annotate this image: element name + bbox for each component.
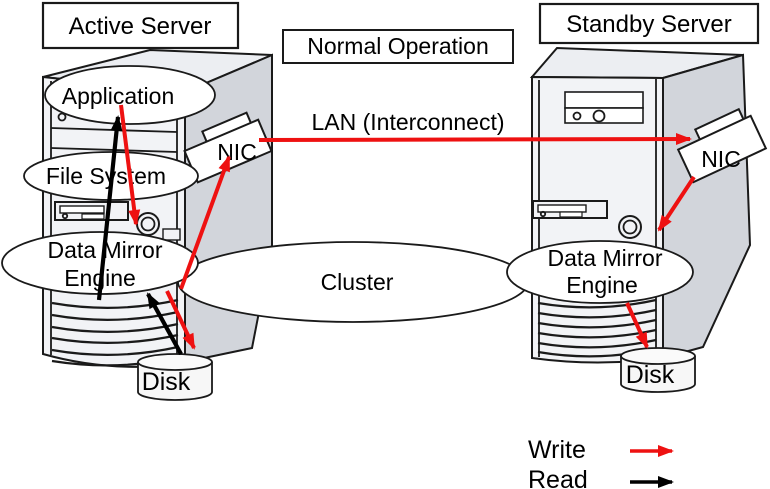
lan-interconnect-label: LAN (Interconnect) [311, 109, 504, 135]
write-arrow-dme-to-disk-standby [625, 302, 649, 349]
write-arrow-application-to-dme [119, 104, 141, 226]
write-arrow-nic-to-dme [657, 175, 696, 232]
active-server-title: Active Server [69, 13, 212, 40]
write-arrows [119, 104, 696, 350]
power-button-icon [618, 215, 642, 239]
application-label: Application [62, 83, 175, 109]
data-mirror-engine-standby-node: Data Mirror Engine [506, 240, 694, 304]
write-arrow-lan-interconnect [258, 133, 692, 146]
disk-active-label: Disk [142, 368, 191, 396]
write-arrow-dme-to-nic [179, 155, 231, 290]
server-tower-standby-icon [529, 46, 752, 364]
file-system-label: File System [46, 163, 166, 189]
cluster-label: Cluster [321, 269, 394, 295]
legend-write-label: Write [528, 436, 586, 464]
read-arrows [96, 115, 183, 356]
dme-standby-label-line1: Data Mirror [547, 245, 662, 271]
drive-bay-icon [54, 201, 129, 221]
disk-active-icon: Disk [137, 353, 213, 401]
normal-operation-title-box: Normal Operation [282, 29, 514, 64]
front-panel-icon [564, 91, 644, 124]
application-node: Application [44, 65, 216, 125]
drive-bay-icon [532, 200, 608, 219]
active-server-title-box: Active Server [41, 1, 240, 50]
standby-server-title-box: Standby Server [538, 2, 760, 45]
legend: Write Read [528, 436, 674, 489]
power-led-icon [57, 112, 67, 122]
standby-server-title: Standby Server [566, 11, 731, 38]
normal-operation-title: Normal Operation [307, 33, 489, 59]
legend-read-label: Read [528, 466, 588, 489]
nic-standby-label: NIC [701, 146, 741, 172]
cluster-node: Cluster [177, 241, 529, 323]
nic-active-label: NIC [217, 139, 257, 165]
write-arrow-dme-to-disk-active [165, 290, 196, 350]
disk-standby-icon: Disk [620, 347, 696, 393]
read-arrow-disk-to-dme [146, 292, 183, 356]
nic-standby-icon: NIC [676, 107, 768, 184]
disk-standby-label: Disk [626, 361, 675, 389]
read-arrow-dme-to-application [96, 115, 123, 301]
dme-standby-label-line2: Engine [566, 272, 638, 298]
